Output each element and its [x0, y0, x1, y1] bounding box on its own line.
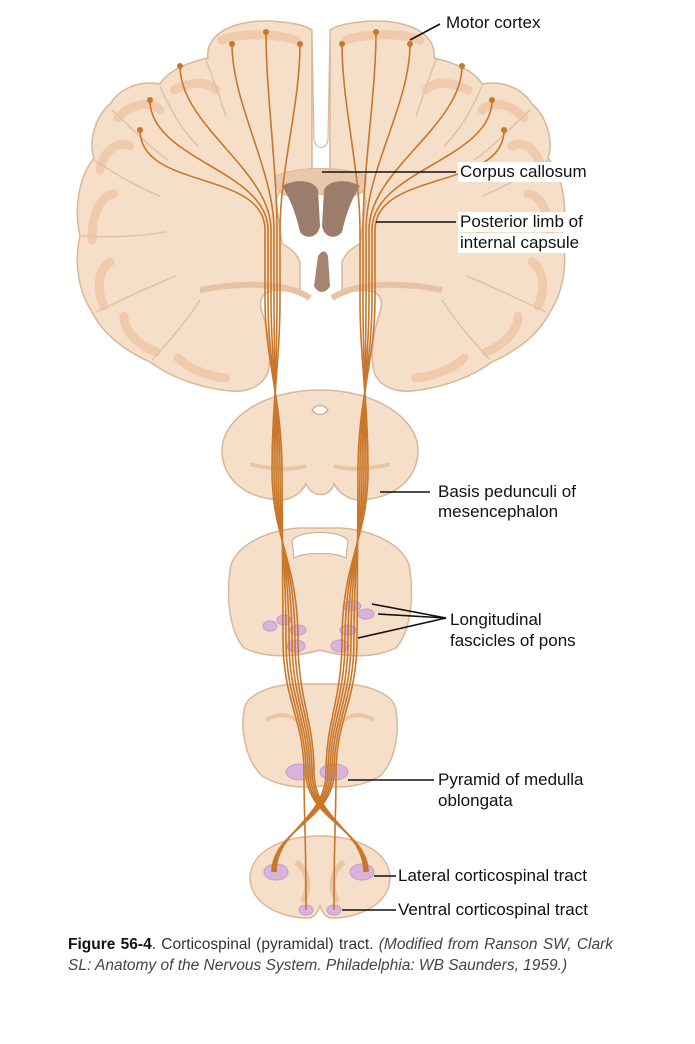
fiber-R-2	[273, 43, 411, 873]
label-pyramid-line2: oblongata	[436, 791, 515, 811]
third-ventricle	[314, 251, 330, 292]
medulla-section	[242, 683, 398, 788]
neuron-soma-L-2	[229, 41, 235, 47]
fiber-L-1	[265, 31, 366, 873]
label-internal-capsule-line1: Posterior limb of	[458, 212, 585, 232]
left-hemisphere	[76, 20, 313, 392]
neuron-soma-R-5	[501, 127, 507, 133]
neuron-soma-R-0	[339, 41, 345, 47]
neuron-soma-R-2	[407, 41, 413, 47]
motor-cortex-neurons	[137, 29, 507, 133]
lateral-ventricles	[282, 181, 360, 237]
neuron-soma-L-3	[177, 63, 183, 69]
label-longitudinal-fascicles-line2: fascicles of pons	[448, 631, 578, 651]
figure-caption: Figure 56-4. Corticospinal (pyramidal) t…	[68, 934, 613, 976]
neuron-soma-L-1	[263, 29, 269, 35]
lateral-tract-right	[349, 863, 375, 881]
neuron-soma-L-0	[297, 41, 303, 47]
label-ventral-corticospinal-tract: Ventral corticospinal tract	[396, 900, 590, 920]
label-corpus-callosum: Corpus callosum	[458, 162, 589, 182]
fiber-R-1	[274, 31, 377, 873]
label-longitudinal-fascicles-line1: Longitudinal	[448, 610, 544, 630]
corticospinal-tract-diagram	[76, 20, 566, 919]
neuron-soma-R-1	[373, 29, 379, 35]
corticospinal-fibers	[139, 31, 505, 911]
fiber-R-4	[271, 99, 493, 873]
label-pyramid-line1: Pyramid of medulla	[436, 770, 586, 790]
neuron-soma-L-5	[137, 127, 143, 133]
fiber-L-5	[139, 129, 307, 911]
midbrain-section	[221, 389, 419, 501]
neuron-soma-R-4	[489, 97, 495, 103]
neuron-soma-R-3	[459, 63, 465, 69]
label-lateral-corticospinal-tract: Lateral corticospinal tract	[396, 866, 589, 886]
figure-title: . Corticospinal (pyramidal) tract.	[151, 936, 379, 953]
leader-lines	[322, 23, 456, 911]
fiber-R-5	[333, 129, 505, 911]
fiber-L-4	[149, 99, 369, 873]
label-motor-cortex: Motor cortex	[444, 13, 543, 33]
fiber-R-3	[272, 65, 463, 873]
label-basis-pedunculi-line2: mesencephalon	[436, 502, 561, 522]
fiber-L-2	[231, 43, 367, 873]
spinal-cord-section	[249, 835, 391, 919]
figure-source: (Modified from Ranson SW, Clark SL: Anat…	[68, 936, 613, 974]
cerebrum-section	[76, 20, 566, 392]
label-basis-pedunculi-line1: Basis pedunculi of	[436, 482, 578, 502]
figure-number: Figure 56-4	[68, 936, 152, 953]
fiber-L-3	[179, 65, 368, 873]
label-internal-capsule-line2: internal capsule	[458, 233, 582, 253]
pons-section	[227, 527, 413, 657]
neuron-soma-L-4	[147, 97, 153, 103]
